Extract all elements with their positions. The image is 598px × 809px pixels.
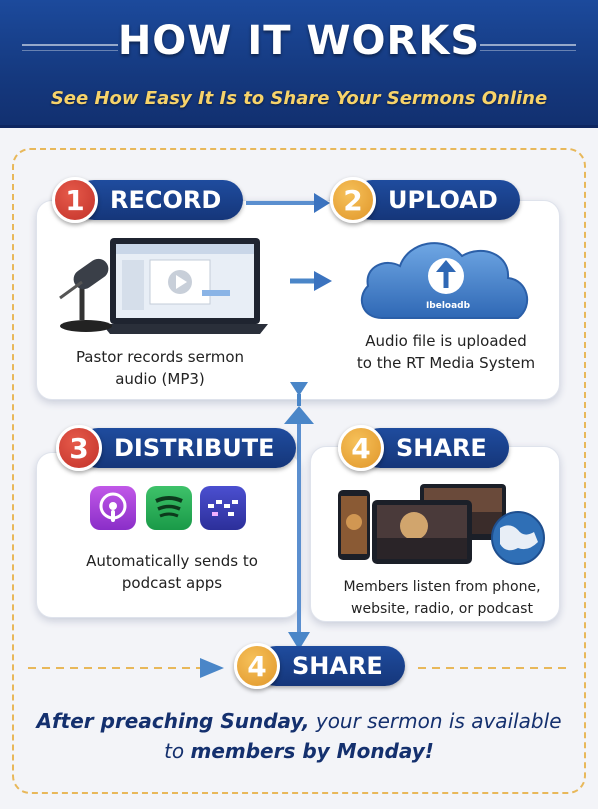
upload-description: Audio file is uploaded to the RT Media S… bbox=[336, 330, 556, 374]
upload-description-line2: to the RT Media System bbox=[356, 354, 536, 372]
step-number-4: 4 bbox=[338, 425, 384, 471]
laptop-microphone-icon bbox=[59, 238, 268, 334]
step-upload: 2 UPLOAD bbox=[330, 177, 530, 223]
distribute-description-line2: podcast apps bbox=[121, 574, 223, 592]
step-label-share: SHARE bbox=[360, 428, 509, 468]
dashed-frame bbox=[12, 148, 586, 794]
cloud-upload-icon: Ibeloadb bbox=[360, 242, 528, 319]
header-rule-right bbox=[480, 44, 576, 46]
share-description: Members listen from phone, website, radi… bbox=[330, 576, 554, 620]
share-description-line1: Members listen from phone, bbox=[343, 579, 541, 595]
page-subtitle: See How Easy It Is to Share Your Sermons… bbox=[50, 88, 548, 109]
record-description: Pastor records sermon audio (MP3) bbox=[60, 346, 260, 390]
upload-description-line1: Audio file is uploaded bbox=[365, 332, 527, 350]
header-banner: HOW IT WORKS See How Easy It Is to Share… bbox=[0, 0, 598, 128]
step-number-2: 2 bbox=[330, 177, 376, 223]
cloud-label: Ibeloadb bbox=[426, 301, 471, 311]
footer-part1: After preaching Sunday, bbox=[36, 709, 310, 733]
footer-part2: your sermon is available bbox=[309, 709, 562, 733]
share-description-line2: website, radio, or podcast bbox=[351, 601, 533, 617]
devices-globe-icon bbox=[338, 484, 545, 565]
record-description-line2: audio (MP3) bbox=[115, 370, 205, 388]
step-distribute: 3 DISTRIBUTE bbox=[56, 425, 297, 471]
step-label-distribute: DISTRIBUTE bbox=[78, 428, 297, 468]
step-number-3: 3 bbox=[56, 425, 102, 471]
distribute-description-line1: Automatically sends to bbox=[86, 552, 258, 570]
spotify-icon bbox=[146, 486, 192, 530]
podcasts-icon bbox=[90, 486, 136, 530]
header-rule-left bbox=[22, 44, 118, 46]
record-description-line1: Pastor records sermon bbox=[75, 348, 245, 366]
footer-message: After preaching Sunday, your sermon is a… bbox=[20, 706, 578, 766]
step-label-record: RECORD bbox=[74, 180, 244, 220]
header-rule-right-thin bbox=[480, 50, 576, 51]
page-title: HOW IT WORKS bbox=[117, 18, 481, 64]
arrow-right-icon bbox=[246, 193, 330, 213]
step-number-4-bottom: 4 bbox=[234, 643, 280, 689]
bottom-connector bbox=[28, 658, 570, 678]
header-rule-left-thin bbox=[22, 50, 118, 51]
step-number-1: 1 bbox=[52, 177, 98, 223]
google-podcasts-icon bbox=[200, 486, 246, 530]
step-share: 4 SHARE bbox=[338, 425, 538, 471]
step-label-share-bottom: SHARE bbox=[256, 646, 405, 686]
footer-part4: members by Monday! bbox=[190, 739, 434, 763]
footer-part3: to bbox=[164, 739, 191, 763]
distribute-description: Automatically sends to podcast apps bbox=[62, 550, 282, 594]
arrow-right-icon bbox=[290, 271, 332, 291]
step-share-bottom: 4 SHARE bbox=[234, 643, 414, 689]
step-label-upload: UPLOAD bbox=[352, 180, 520, 220]
vertical-arrows-icon bbox=[284, 382, 314, 650]
step-record: 1 RECORD bbox=[52, 177, 252, 223]
